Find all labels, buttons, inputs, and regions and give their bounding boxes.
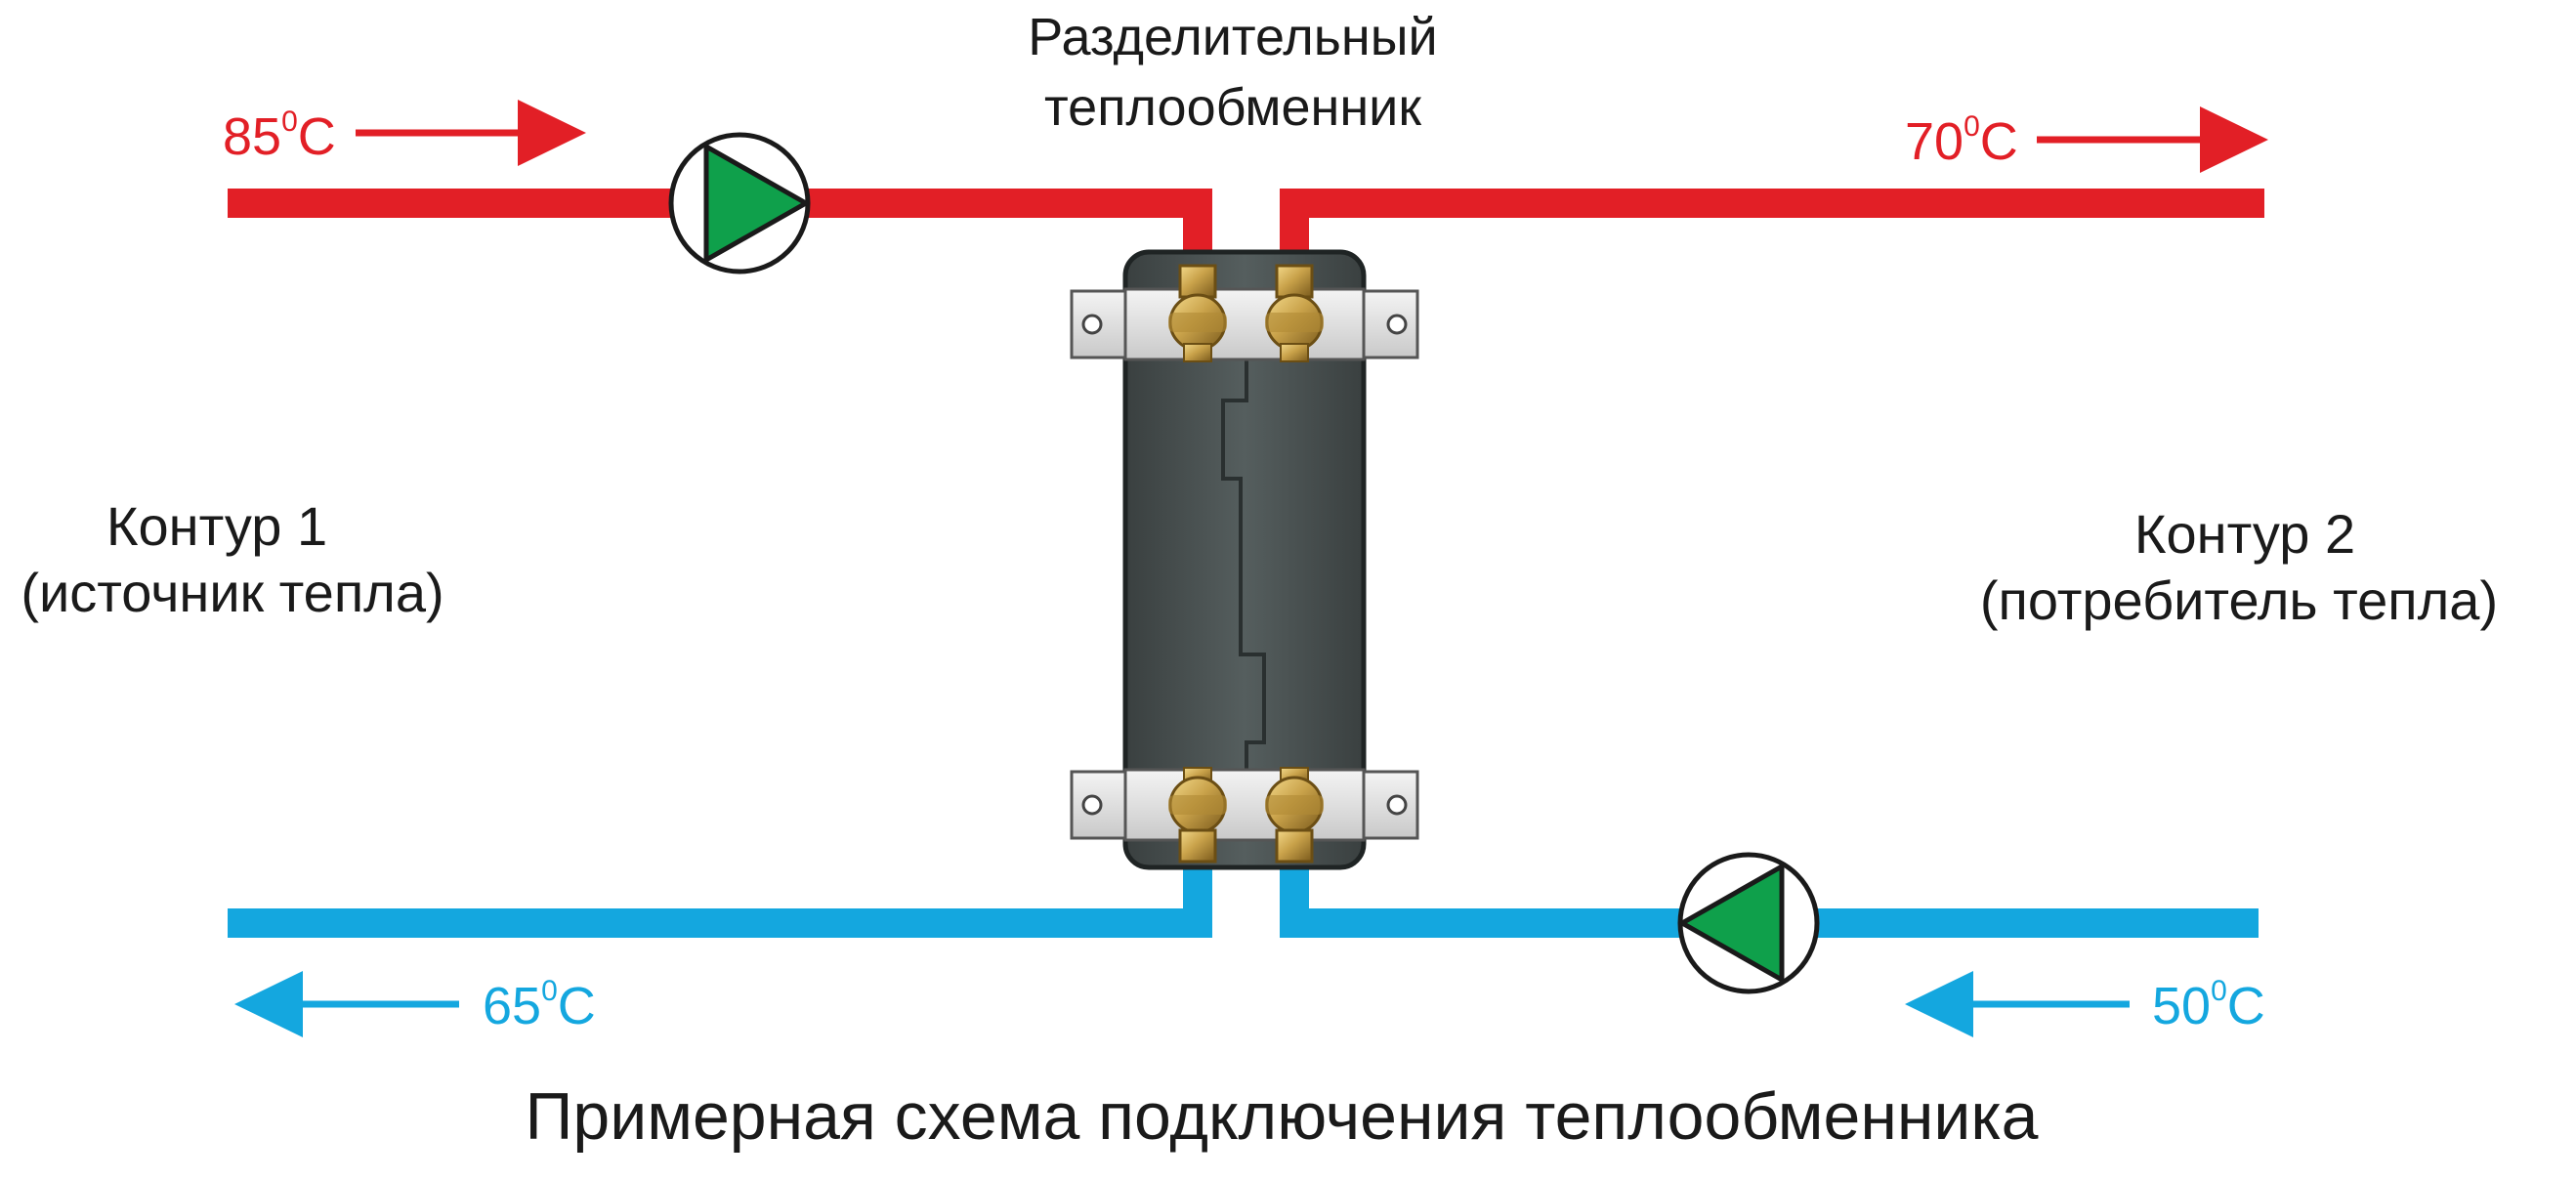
- fitting-bottom-right: [1265, 767, 1324, 864]
- circuit1-subtitle: (источник тепла): [21, 562, 443, 623]
- circulation-pump-icon: [668, 132, 811, 274]
- temp-value: 50: [2152, 977, 2211, 1035]
- celsius-unit: C: [1980, 112, 2018, 171]
- circuit1-return-temperature: 650C: [483, 975, 596, 1035]
- top-mounting-bracket: [1070, 287, 1419, 361]
- degree-mark: 0: [1964, 110, 1980, 143]
- temp-value: 70: [1905, 112, 1964, 171]
- circuit1-supply-temperature: 850C: [223, 105, 336, 166]
- top-bolt-left: [1081, 314, 1103, 335]
- temp-value: 65: [483, 977, 541, 1035]
- circuit1-title: Контур 1: [106, 495, 327, 557]
- bottom-bolt-right: [1386, 794, 1408, 816]
- top-bracket-bar: [1123, 287, 1366, 361]
- fitting-top-left: [1168, 264, 1227, 362]
- arrow-left-icon: [234, 971, 459, 1037]
- bottom-bracket-bar: [1123, 768, 1366, 842]
- temp-value: 85: [223, 107, 281, 166]
- celsius-unit: C: [2227, 977, 2265, 1035]
- cold-return-pipe-circuit2: [1280, 860, 2259, 938]
- fitting-top-right: [1265, 264, 1324, 362]
- arrow-right-icon: [2037, 106, 2268, 173]
- cold-pipe-right: [1280, 860, 2259, 938]
- exchanger-body: [1122, 249, 1367, 870]
- circuit2-supply-temperature: 700C: [1905, 110, 2018, 171]
- top-bracket-ear-left: [1070, 289, 1132, 359]
- top-bolt-right: [1386, 314, 1408, 335]
- circuit2-title: Контур 2: [2134, 503, 2355, 565]
- hot-supply-pipe-circuit2: [1280, 189, 2264, 266]
- diagram-caption: Примерная схема подключения теплообменни…: [526, 1079, 2039, 1154]
- degree-mark: 0: [281, 105, 298, 138]
- hot-pipe-left: [228, 189, 1212, 266]
- hot-supply-pipe-circuit1: [228, 189, 1212, 266]
- bottom-bolt-left: [1081, 794, 1103, 816]
- degree-mark: 0: [541, 975, 558, 1007]
- celsius-unit: C: [558, 977, 596, 1035]
- circulation-pump-icon: [1677, 852, 1820, 994]
- fitting-bottom-left: [1168, 767, 1227, 864]
- exchanger-plate-seam: [1221, 293, 1266, 830]
- exchanger-label-line2: теплообменник: [1044, 78, 1421, 137]
- circuit2-subtitle: (потребитель тепла): [1980, 569, 2498, 631]
- celsius-unit: C: [298, 107, 336, 166]
- hot-pipe-right: [1280, 189, 2264, 266]
- bottom-mounting-bracket: [1070, 768, 1419, 842]
- plate-heat-exchanger: [1070, 249, 1419, 870]
- cold-pipe-left: [228, 860, 1212, 938]
- circuit2-return-temperature: 500C: [2152, 975, 2265, 1035]
- arrow-right-icon: [356, 100, 586, 166]
- exchanger-label-line1: Разделительный: [1028, 8, 1437, 66]
- pump-triangle-circuit2: [1679, 864, 1785, 983]
- cold-return-pipe-circuit1: [228, 860, 1212, 938]
- degree-mark: 0: [2211, 975, 2227, 1007]
- arrow-left-icon: [1905, 971, 2130, 1037]
- pump-triangle-circuit1: [703, 144, 809, 263]
